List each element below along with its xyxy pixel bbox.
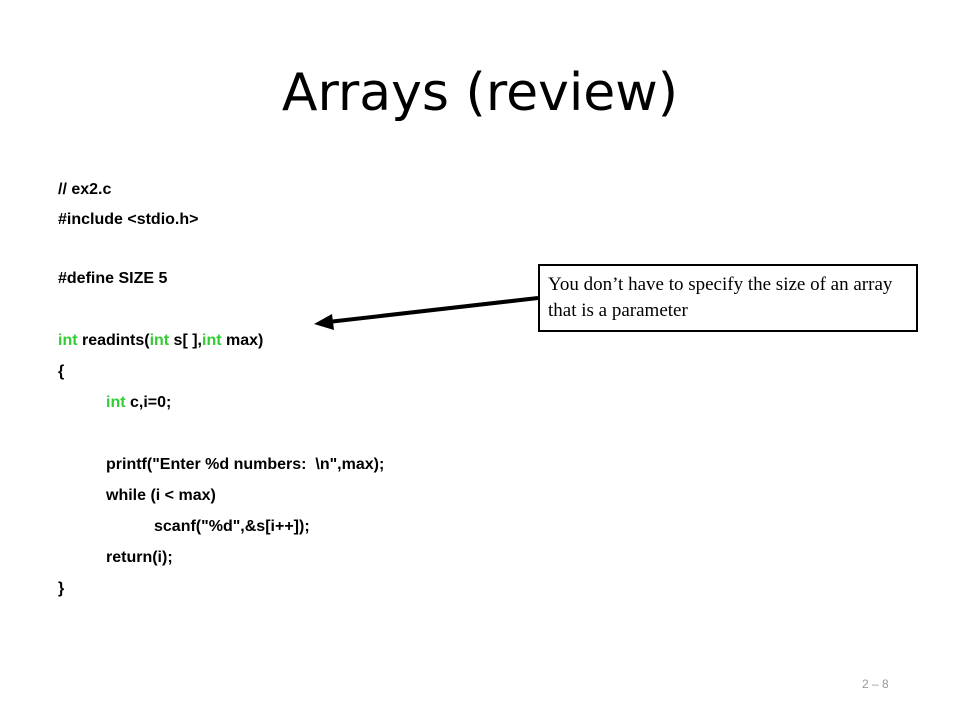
arrow-head — [314, 314, 334, 330]
keyword-int: int — [106, 394, 126, 411]
keyword-int: int — [58, 332, 78, 349]
code-while: while (i < max) — [106, 487, 216, 504]
code-scanf: scanf("%d",&s[i++]); — [154, 518, 310, 535]
callout-box: You don’t have to specify the size of an… — [538, 264, 918, 332]
code-fragment: readints( — [77, 332, 150, 349]
slide-title: Arrays (review) — [281, 63, 679, 123]
code-comment: // ex2.c — [58, 181, 112, 198]
code-open-brace: { — [58, 363, 65, 380]
code-close-brace: } — [58, 580, 65, 597]
code-fragment: s[ ], — [169, 332, 202, 349]
page-number: 2 – 8 — [862, 677, 889, 691]
code-fragment: max) — [221, 332, 264, 349]
code-printf: printf("Enter %d numbers: \n",max); — [106, 456, 385, 473]
code-signature: int readints(int s[ ],int max) — [58, 331, 263, 351]
code-define: #define SIZE 5 — [58, 270, 168, 287]
code-include: #include <stdio.h> — [58, 211, 199, 228]
code-declaration: int c,i=0; — [106, 393, 171, 413]
arrow-line — [327, 296, 539, 324]
keyword-int: int — [202, 332, 222, 349]
code-fragment: c,i=0; — [125, 394, 172, 411]
code-return: return(i); — [106, 549, 173, 566]
keyword-int: int — [149, 332, 170, 349]
